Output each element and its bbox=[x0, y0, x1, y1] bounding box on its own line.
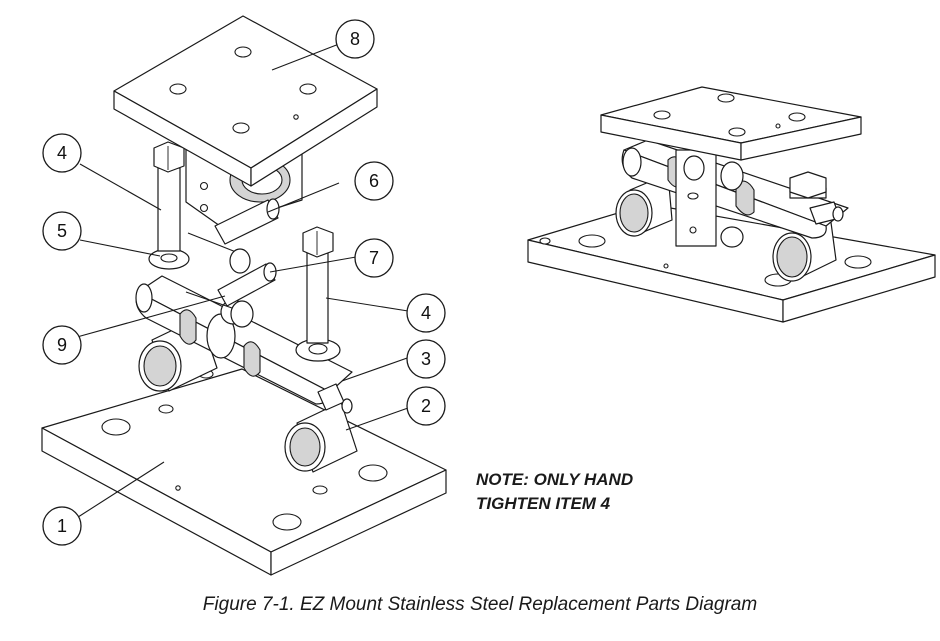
roller-pin-right bbox=[284, 401, 358, 473]
note-line-2: TIGHTEN ITEM 4 bbox=[476, 494, 611, 513]
callout-2: 2 bbox=[406, 386, 446, 426]
svg-text:6: 6 bbox=[369, 171, 379, 191]
callout-3: 3 bbox=[406, 339, 446, 379]
bolt-right bbox=[295, 226, 341, 362]
note-line-1: NOTE: ONLY HAND bbox=[476, 470, 634, 489]
callout-6: 6 bbox=[354, 161, 394, 201]
figure-caption: Figure 7-1. EZ Mount Stainless Steel Rep… bbox=[202, 594, 758, 615]
svg-text:5: 5 bbox=[57, 221, 67, 241]
svg-text:4: 4 bbox=[57, 143, 67, 163]
svg-text:7: 7 bbox=[369, 248, 379, 268]
svg-text:1: 1 bbox=[57, 516, 67, 536]
bolt-left bbox=[153, 141, 185, 252]
svg-text:4: 4 bbox=[421, 303, 431, 323]
top-plate bbox=[113, 15, 378, 227]
svg-text:3: 3 bbox=[421, 349, 431, 369]
callout-1: 1 bbox=[42, 506, 82, 546]
callout-5: 5 bbox=[42, 211, 82, 251]
svg-text:2: 2 bbox=[421, 396, 431, 416]
exploded-view: 4 5 9 1 8 6 7 4 bbox=[41, 15, 447, 576]
assembled-view bbox=[527, 86, 936, 323]
base-plate bbox=[41, 368, 447, 576]
callout-4-left: 4 bbox=[42, 133, 82, 173]
callout-4-right: 4 bbox=[406, 293, 446, 333]
washer-left bbox=[148, 248, 190, 270]
pin-upper bbox=[187, 198, 280, 274]
callout-7: 7 bbox=[354, 238, 394, 278]
assembly-note: NOTE: ONLY HAND TIGHTEN ITEM 4 bbox=[476, 468, 736, 516]
svg-text:8: 8 bbox=[350, 29, 360, 49]
callout-9: 9 bbox=[42, 325, 82, 365]
svg-text:9: 9 bbox=[57, 335, 67, 355]
callout-8: 8 bbox=[335, 19, 375, 59]
